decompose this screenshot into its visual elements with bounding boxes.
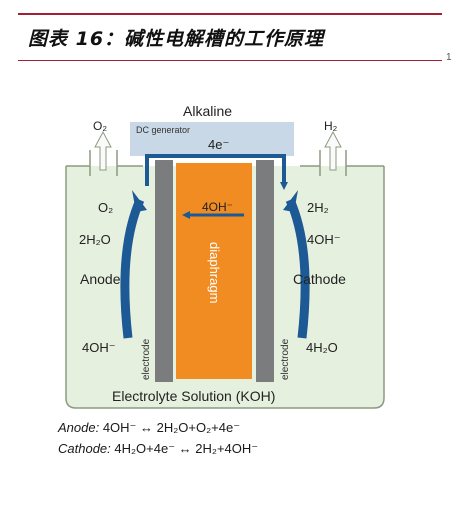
top-o2-label: O₂ — [93, 119, 107, 133]
diaphragm-label: diaphragm — [207, 242, 222, 303]
anode-o2-label: O₂ — [98, 200, 113, 215]
cathode-water-label: 4H₂O — [306, 340, 338, 355]
anode-reaction-arrow — [120, 198, 145, 339]
cathode-equation-prefix: Cathode: — [58, 441, 111, 456]
diaphragm — [176, 163, 252, 379]
cathode-equation-body: 4H₂O+4e⁻ ↔ 2H₂+4OH⁻ — [110, 441, 259, 456]
anode-equation: Anode: 4OH⁻ ↔ 2H₂O+O₂+4e⁻ — [58, 420, 240, 436]
electron-flow-arrow — [145, 154, 288, 190]
edge-mark: 1 — [446, 52, 452, 63]
anode-label: Anode — [80, 271, 121, 287]
cathode-equation: Cathode: 4H₂O+4e⁻ ↔ 2H₂+4OH⁻ — [58, 441, 258, 457]
dc-generator-box — [130, 122, 294, 156]
top-h2-label: H₂ — [324, 119, 338, 133]
cathode-label: Cathode — [293, 271, 346, 287]
anode-hydroxide-label: 4OH⁻ — [82, 340, 116, 355]
anode-water-label: 2H₂O — [79, 232, 111, 247]
title-bottom-rule — [18, 60, 442, 61]
electrode-left-label: electrode — [141, 338, 152, 380]
generator-current-label: 4e⁻ — [208, 137, 229, 152]
alkaline-label: Alkaline — [183, 103, 232, 119]
electrode-right-label: electrode — [280, 338, 291, 380]
anode-equation-body: 4OH⁻ ↔ 2H₂O+O₂+4e⁻ — [99, 420, 241, 435]
hydroxide-label: 4OH⁻ — [202, 200, 233, 214]
dc-generator-label: DC generator — [136, 125, 190, 135]
electrode-right — [256, 160, 274, 382]
h2-outlet — [319, 130, 347, 176]
title-top-rule — [18, 13, 442, 15]
figure-title: 图表 16：碱性电解槽的工作原理 — [28, 28, 325, 50]
cathode-h2-label: 2H₂ — [307, 200, 329, 215]
electrode-left — [155, 160, 173, 382]
electrolyte-label: Electrolyte Solution (KOH) — [112, 388, 275, 404]
cathode-reaction-arrow — [285, 198, 310, 339]
cathode-hydroxide-label: 4OH⁻ — [307, 232, 341, 247]
o2-outlet — [89, 130, 118, 176]
anode-equation-prefix: Anode: — [58, 420, 100, 435]
